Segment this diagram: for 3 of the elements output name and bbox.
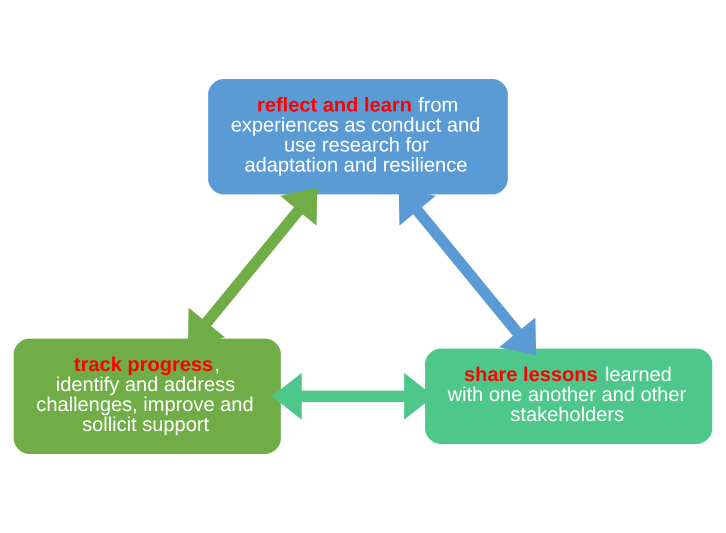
node-box: track progress, identify and address challenges, improve and sollicit support: [14, 338, 281, 454]
node-box: reflect and learn from experiences as conduct and use research for adaptation and resilience: [208, 79, 508, 194]
node-box: share lessons learned with one another and other stakeholders: [425, 348, 712, 444]
